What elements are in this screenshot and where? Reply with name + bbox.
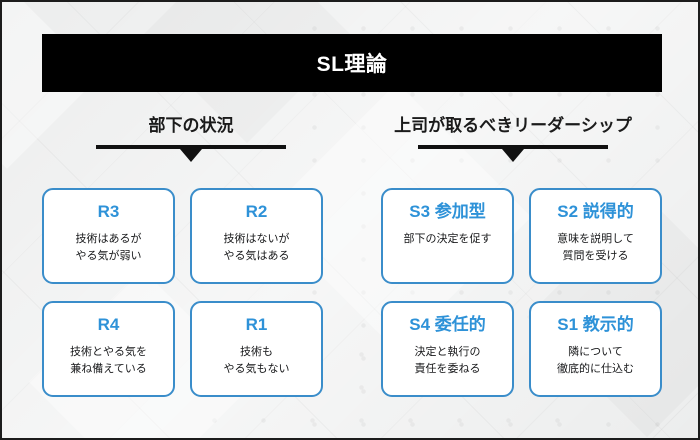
card-title: R1 bbox=[245, 315, 268, 334]
card-body: 技術はあるが やる気が弱い bbox=[75, 233, 142, 262]
card-s1[interactable]: S1 教示的 隣について 徹底的に仕込む bbox=[529, 301, 662, 397]
card-title: R3 bbox=[97, 202, 120, 221]
card-title: S1 教示的 bbox=[557, 315, 634, 334]
card-s3[interactable]: S3 参加型 部下の決定を促す bbox=[381, 188, 514, 284]
card-r4[interactable]: R4 技術とやる気を 兼ね備えている bbox=[42, 301, 175, 397]
column-heading-leadership: 上司が取るべきリーダーシップ bbox=[364, 114, 662, 162]
card-title: S2 説得的 bbox=[557, 202, 634, 221]
card-grid: R3 技術はあるが やる気が弱い R2 技術はないが やる気はある S3 参加型… bbox=[2, 188, 698, 414]
card-body: 決定と執行の 責任を委ねる bbox=[414, 346, 481, 375]
chevron-down-icon bbox=[502, 149, 524, 162]
card-body: 技術とやる気を 兼ね備えている bbox=[70, 346, 147, 375]
card-body: 技術も やる気もない bbox=[223, 346, 290, 375]
card-row: R3 技術はあるが やる気が弱い R2 技術はないが やる気はある S3 参加型… bbox=[2, 188, 698, 301]
column-heading-rule-wrap bbox=[364, 145, 662, 162]
card-title: S4 委任的 bbox=[409, 315, 486, 334]
chevron-down-icon bbox=[180, 149, 202, 162]
column-heading-label: 上司が取るべきリーダーシップ bbox=[394, 116, 632, 135]
card-s4[interactable]: S4 委任的 決定と執行の 責任を委ねる bbox=[381, 301, 514, 397]
card-r1[interactable]: R1 技術も やる気もない bbox=[190, 301, 323, 397]
card-title: R4 bbox=[97, 315, 120, 334]
card-row: R4 技術とやる気を 兼ね備えている R1 技術も やる気もない S4 委任的 … bbox=[2, 301, 698, 414]
card-r2[interactable]: R2 技術はないが やる気はある bbox=[190, 188, 323, 284]
card-s2[interactable]: S2 説得的 意味を説明して 質問を受ける bbox=[529, 188, 662, 284]
card-body: 意味を説明して 質問を受ける bbox=[557, 233, 634, 262]
slide-title: SL理論 bbox=[316, 53, 388, 76]
card-body: 部下の決定を促す bbox=[403, 233, 492, 245]
slide-title-bar: SL理論 bbox=[42, 34, 662, 92]
column-heading-rule bbox=[418, 145, 608, 149]
column-heading-rule-wrap bbox=[42, 145, 340, 162]
column-heading-subordinate: 部下の状況 bbox=[42, 114, 340, 162]
column-heading-rule bbox=[96, 145, 286, 149]
card-title: S3 参加型 bbox=[409, 202, 486, 221]
card-title: R2 bbox=[245, 202, 268, 221]
card-body: 隣について 徹底的に仕込む bbox=[557, 346, 634, 375]
card-r3[interactable]: R3 技術はあるが やる気が弱い bbox=[42, 188, 175, 284]
card-body: 技術はないが やる気はある bbox=[223, 233, 290, 262]
column-heading-label: 部下の状況 bbox=[148, 116, 234, 135]
